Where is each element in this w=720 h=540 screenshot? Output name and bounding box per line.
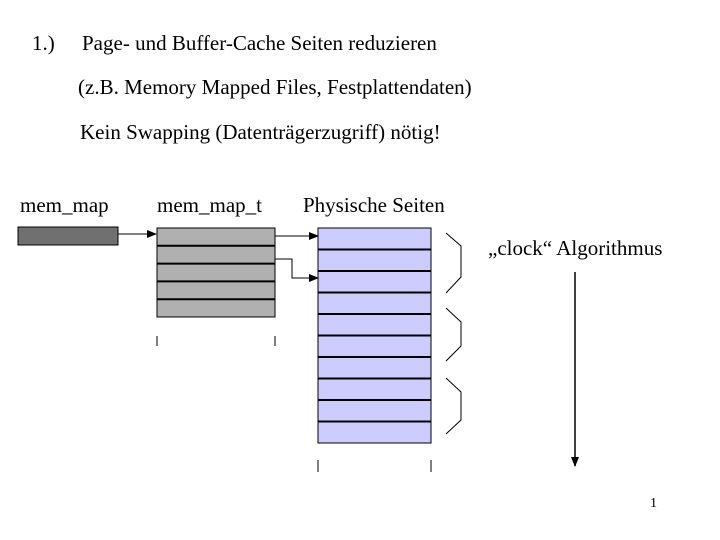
brace-3 [445,377,462,435]
mem-map-t-outline [156,227,276,318]
mem-map-t-stack [156,227,276,318]
note-line: Kein Swapping (Datenträgerzugriff) nötig… [80,120,441,144]
slide-heading: Page- und Buffer-Cache Seiten reduzieren [82,31,437,55]
mem-map-t-to-physical-arrow-2 [275,258,319,282]
brace-2 [445,307,462,362]
mem-map-t-label: mem_map_t [157,193,262,217]
physical-pages-stack [317,227,432,444]
item-number: 1.) [32,31,55,55]
page-number: 1 [650,496,657,511]
mem-map-block [17,226,119,246]
example-line: (z.B. Memory Mapped Files, Festplattenda… [78,75,472,99]
physical-pages-label: Physische Seiten [303,193,445,217]
clock-algorithm-label: „clock“ Algorithmus [488,236,663,260]
brace-1 [445,232,462,294]
mem-map-label: mem_map [20,193,109,217]
